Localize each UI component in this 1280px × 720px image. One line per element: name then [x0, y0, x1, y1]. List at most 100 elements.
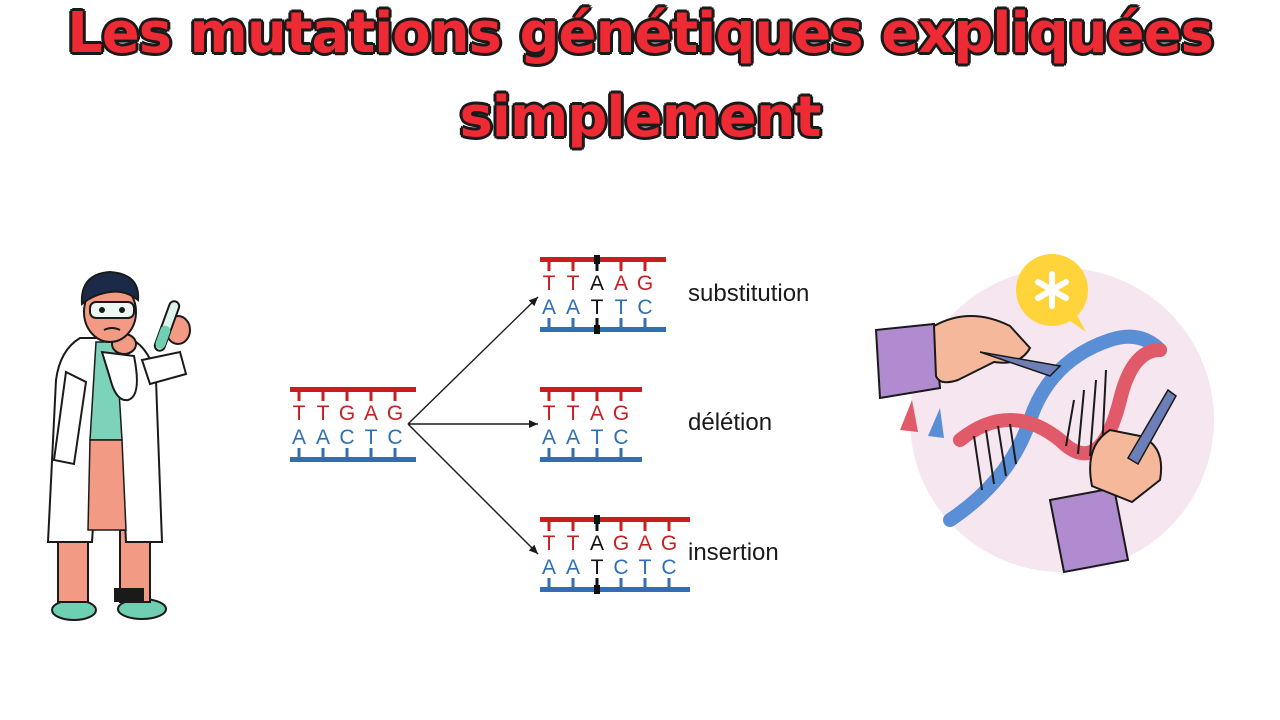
scissors-top: [979, 351, 1062, 377]
original-bottom-base: T: [365, 426, 378, 449]
mutation-0-bottom-base: A: [542, 296, 556, 319]
bottom-right-sleeve: [1048, 486, 1130, 574]
scissors-bottom: [1126, 388, 1177, 466]
mutation-2-bottom-base: C: [613, 556, 628, 579]
mutation-1-top-rung: [619, 392, 623, 401]
dna-fragment-blue: [928, 408, 944, 438]
mutation-2-top-rung: [643, 522, 647, 531]
original-bottom-rung: [369, 448, 373, 457]
arrow-line-0: [407, 296, 539, 425]
mutation-0-top-base: A: [590, 272, 604, 295]
mutation-1-bottom-rung: [571, 448, 575, 457]
mutation-2-bottom-rung: [643, 578, 647, 587]
original-bottom-base: A: [292, 426, 306, 449]
mutation-1-top-rung: [547, 392, 551, 401]
mutation-1-bottom-rung: [595, 448, 599, 457]
mutation-2-top-rung: [571, 522, 575, 531]
mutation-2-bottom-rung: [595, 578, 599, 587]
mutation-2-bottom-base: T: [639, 556, 652, 579]
mutation-2-top-rung: [595, 522, 599, 531]
mutation-2-top-base: A: [638, 532, 652, 555]
original-top-base: G: [387, 402, 403, 425]
mutation-1-bottom-base: A: [542, 426, 556, 449]
mutation-2-bottom-base: A: [542, 556, 556, 579]
mutation-0-bottom-rung: [619, 318, 623, 327]
mutation-2-bottom-base: A: [566, 556, 580, 579]
mutation-2-mutation-marker-top: [594, 515, 600, 524]
mutation-2-bottom-base: T: [591, 556, 604, 579]
mutation-2-bottom-rung: [571, 578, 575, 587]
mutation-2-top-base: T: [543, 532, 556, 555]
label-insertion: insertion: [688, 539, 779, 566]
mutation-2-top-base: G: [613, 532, 629, 555]
mutation-2-top-rung: [619, 522, 623, 531]
mutation-2-bottom-rung: [667, 578, 671, 587]
left-arm: [52, 370, 88, 466]
dna-scissors-illustration: [874, 254, 1214, 574]
original-bottom-rung: [321, 448, 325, 457]
arrow-head-1: [529, 420, 538, 428]
mutation-2-bottom-rung: [619, 578, 623, 587]
original-bottom-rung: [393, 448, 397, 457]
original-top-rung: [369, 392, 373, 401]
mutation-0-bottom-base: T: [615, 296, 628, 319]
tube-arm: [140, 350, 188, 386]
original-top-rung: [345, 392, 349, 401]
mutation-0-bottom-rung: [643, 318, 647, 327]
mutation-0-top-rung: [619, 262, 623, 271]
page-title-line-1: Les mutations génétiques expliquées: [67, 1, 1214, 66]
mutation-2-bottom-rung: [547, 578, 551, 587]
original-top-base: A: [364, 402, 378, 425]
original-top-rung: [321, 392, 325, 401]
asterisk-icon: [1035, 271, 1069, 309]
mutation-0-top-rung: [595, 262, 599, 271]
original-top-base: T: [293, 402, 306, 425]
original-bottom-backbone: [290, 457, 416, 462]
mutation-1-bottom-base: C: [613, 426, 628, 449]
label-deletion: délétion: [688, 409, 773, 436]
original-bottom-base: C: [339, 426, 354, 449]
original-bottom-rung: [297, 448, 301, 457]
mutation-0-bottom-backbone: [540, 327, 666, 332]
mutation-0-mutation-marker-top: [594, 255, 600, 264]
arrow-line-2: [407, 423, 539, 555]
mutation-0-top-base: T: [567, 272, 580, 295]
mutation-1-top-rung: [595, 392, 599, 401]
mutation-1-bottom-base: A: [566, 426, 580, 449]
mutation-1-top-base: T: [543, 402, 556, 425]
mutation-1-bottom-rung: [547, 448, 551, 457]
mutation-0-bottom-rung: [547, 318, 551, 327]
mutation-0-bottom-base: T: [591, 296, 604, 319]
original-top-rung: [393, 392, 397, 401]
mutation-0-bottom-base: A: [566, 296, 580, 319]
mutation-1-top-base: T: [567, 402, 580, 425]
mutation-1-bottom-rung: [619, 448, 623, 457]
mutation-2-top-rung: [547, 522, 551, 531]
arrow-head-0: [528, 297, 538, 307]
mutation-0-top-base: T: [543, 272, 556, 295]
hair: [80, 270, 140, 307]
raised-arm: [100, 350, 138, 402]
mutation-0-top-rung: [571, 262, 575, 271]
mutation-2-bottom-backbone: [540, 587, 690, 592]
mutation-0-top-base: A: [614, 272, 628, 295]
mutation-0-top-rung: [643, 262, 647, 271]
mutation-0-top-rung: [547, 262, 551, 271]
original-bottom-base: A: [316, 426, 330, 449]
mutation-1-bottom-backbone: [540, 457, 642, 462]
mutation-2-top-base: T: [567, 532, 580, 555]
original-top-backbone: [290, 387, 416, 392]
mutation-1-bottom-base: T: [591, 426, 604, 449]
mutation-1-top-base: A: [590, 402, 604, 425]
mutation-2-bottom-base: C: [661, 556, 676, 579]
label-substitution: substitution: [688, 280, 810, 307]
mutation-2-top-rung: [667, 522, 671, 531]
original-top-base: G: [339, 402, 355, 425]
dna-fragment-red: [900, 400, 918, 432]
mutation-0-mutation-marker-bottom: [594, 325, 600, 334]
mutation-arrows: [407, 296, 539, 555]
